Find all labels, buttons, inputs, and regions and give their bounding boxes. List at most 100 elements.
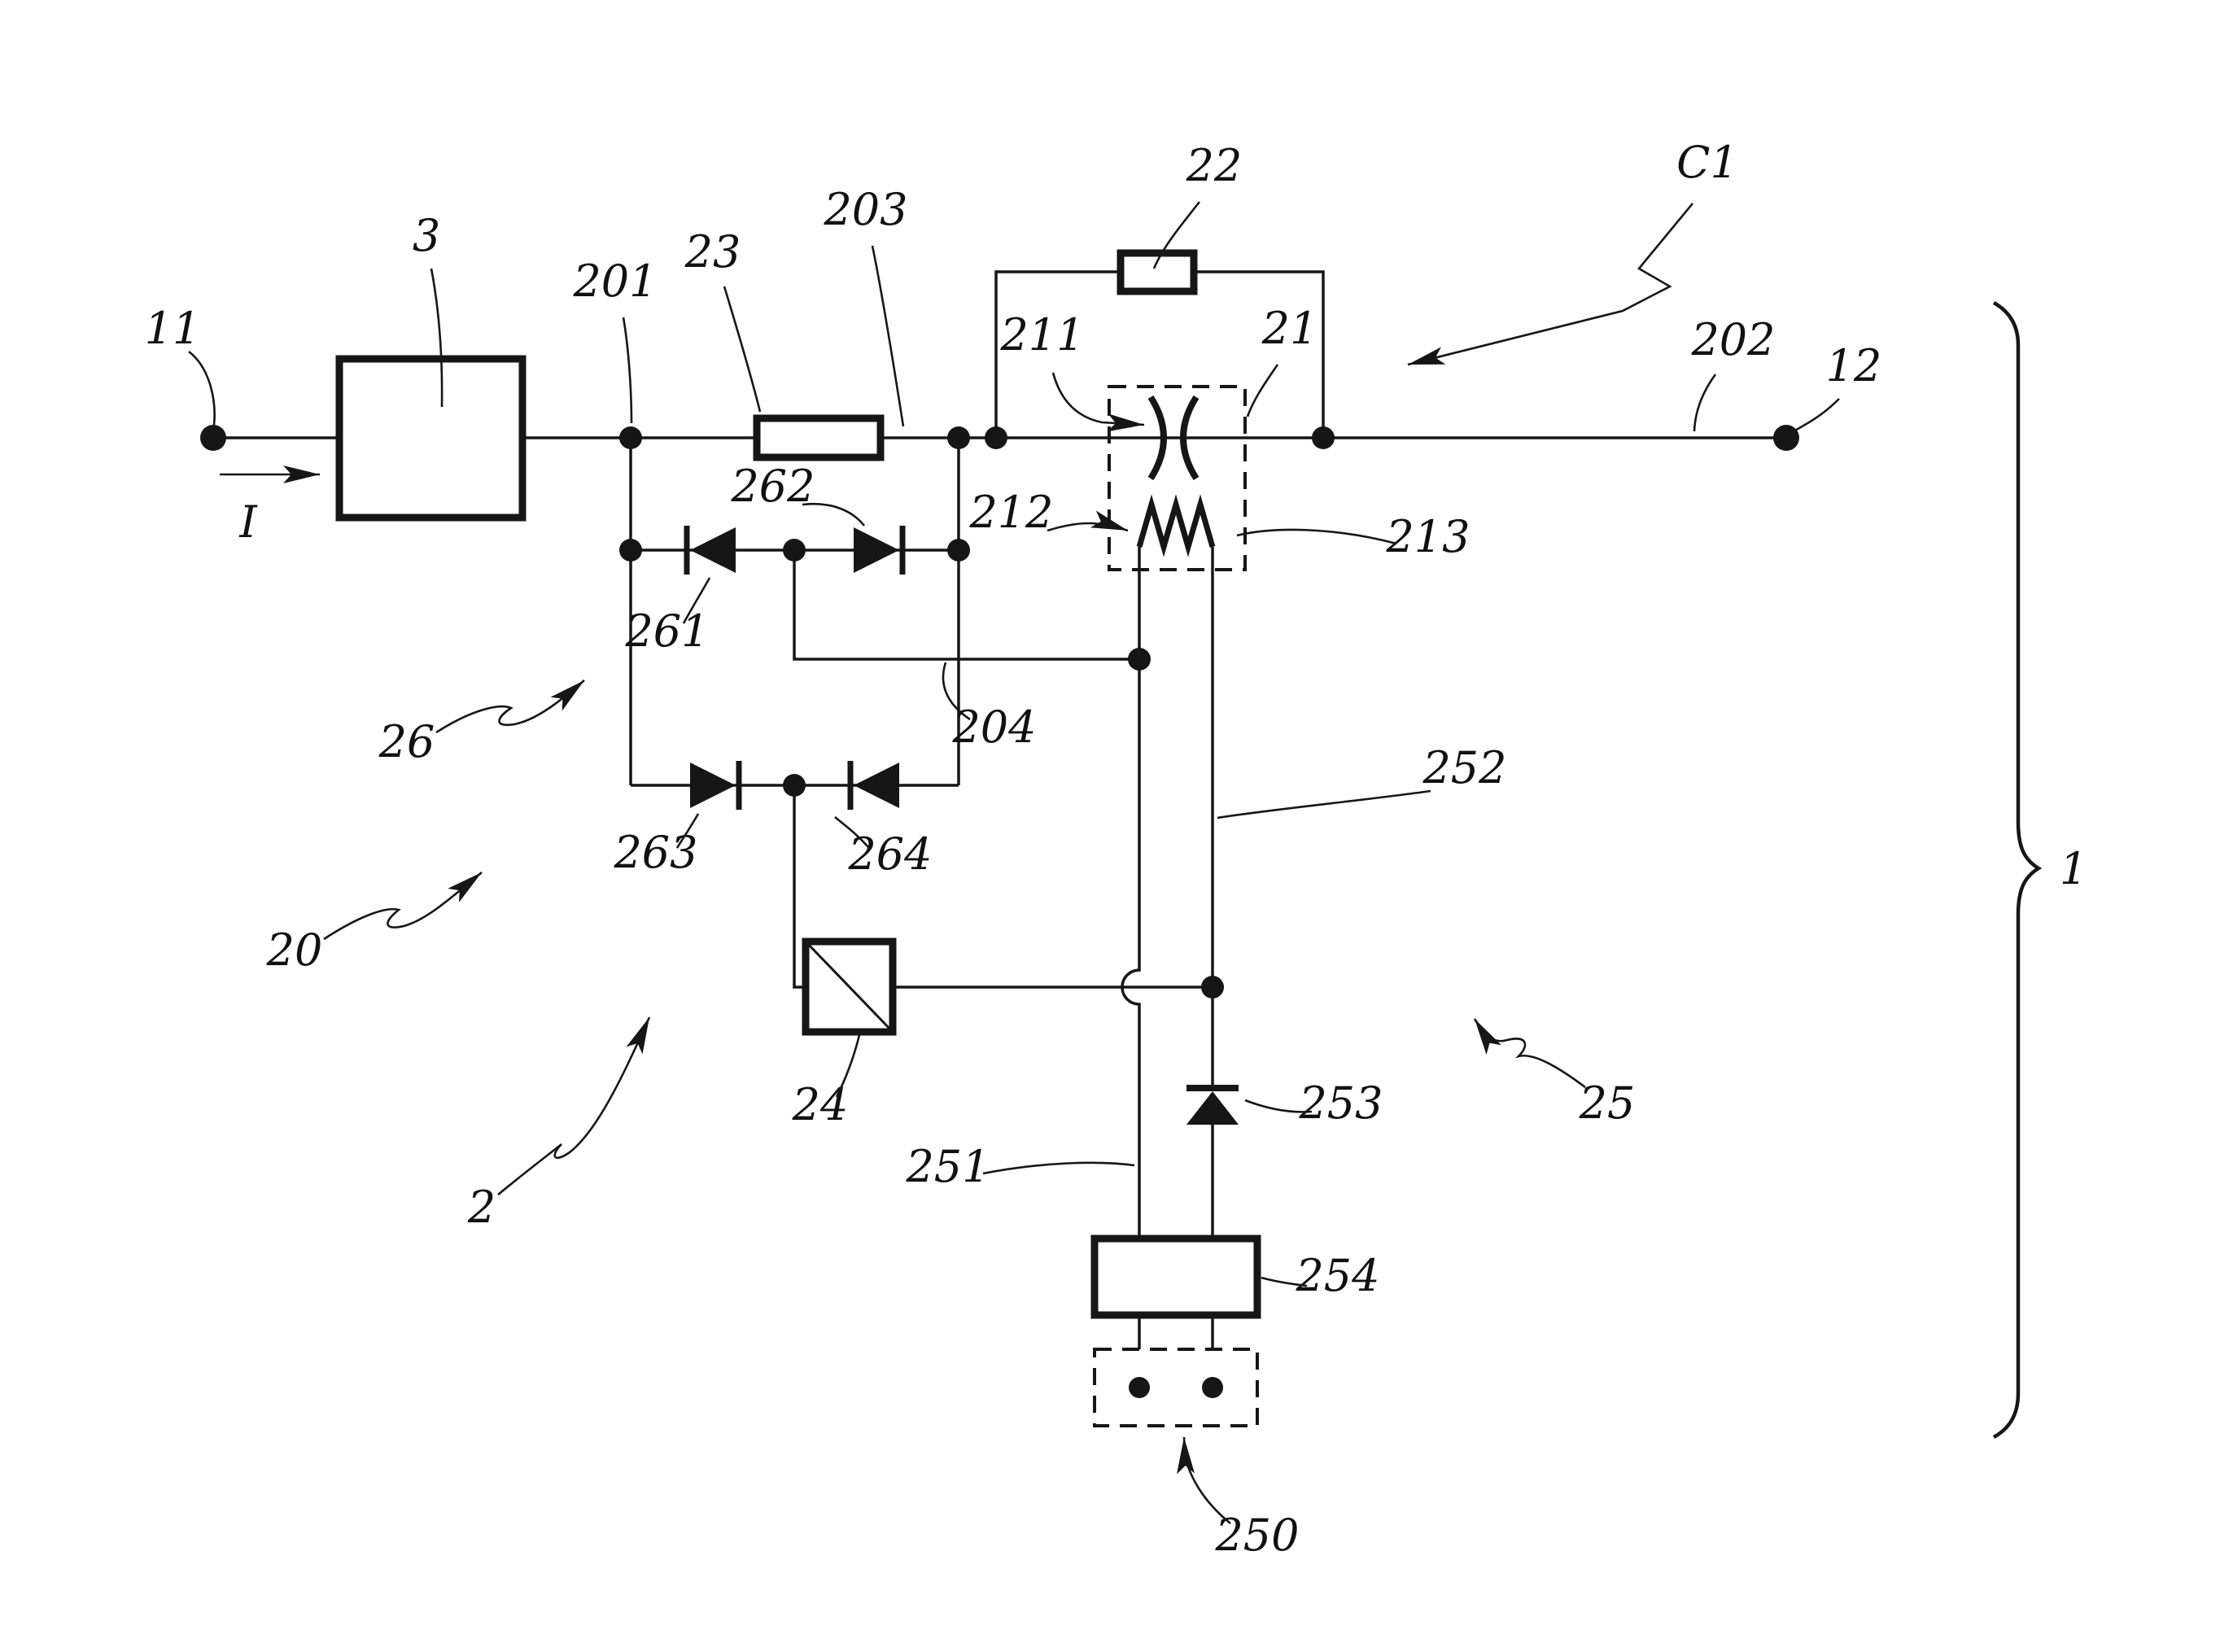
label-204-leader <box>942 662 971 721</box>
label-204: 204 <box>942 662 1037 753</box>
label-24-leader <box>835 1034 861 1098</box>
label-251: 251 <box>905 1141 1135 1192</box>
label-250-arrow <box>1177 1436 1231 1525</box>
block-254 <box>1090 1235 1261 1319</box>
element-22-box <box>1116 249 1198 295</box>
label-24-text: 24 <box>792 1079 849 1130</box>
label-11-leader <box>188 350 216 426</box>
label-3-text: 3 <box>413 210 440 261</box>
node-bridge-top-mid <box>783 539 806 562</box>
label-212-arrow <box>1047 510 1129 532</box>
label-12-text: 12 <box>1826 340 1882 391</box>
label-251-text: 251 <box>905 1141 990 1192</box>
resistor-212 <box>1136 494 1216 557</box>
label-C1-text: C1 <box>1676 137 1738 188</box>
node-bridge-top-left <box>619 539 642 562</box>
spark-gap-211 <box>1147 395 1200 481</box>
label-202-text: 202 <box>1690 314 1775 365</box>
label-2-arrow <box>497 1016 651 1196</box>
converter-24 <box>802 937 897 1036</box>
label-25-text: 25 <box>1579 1077 1636 1129</box>
label-251-leader <box>982 1161 1135 1175</box>
node-branch-left <box>985 426 1007 449</box>
node-203 <box>947 426 970 449</box>
label-1-text: 1 <box>2060 843 2087 894</box>
label-263: 263 <box>613 813 700 878</box>
label-25-arrow <box>1473 1018 1586 1089</box>
label-264-leader <box>834 816 870 849</box>
label-26-text: 26 <box>378 716 435 767</box>
label-263-text: 263 <box>613 827 697 878</box>
label-213-leader <box>1236 528 1397 545</box>
label-203-leader <box>871 245 905 427</box>
label-3-leader <box>430 268 444 408</box>
label-23-leader <box>723 286 762 413</box>
label-264: 264 <box>834 816 933 880</box>
diode-262 <box>854 526 906 575</box>
label-213: 213 <box>1236 511 1470 562</box>
label-252-leader <box>1217 789 1431 819</box>
label-26: 26 <box>378 680 585 767</box>
label-24: 24 <box>792 1034 861 1130</box>
label-201: 201 <box>572 256 658 424</box>
fuse-23 <box>753 414 885 461</box>
label-212-text: 212 <box>968 487 1053 538</box>
label-202-leader <box>1693 374 1717 432</box>
label-12: 12 <box>1793 340 1882 433</box>
label-211-text: 211 <box>999 309 1084 361</box>
label-C1-arrow <box>1407 203 1694 366</box>
label-20-arrow <box>323 871 483 941</box>
junction-nodes <box>619 426 1335 999</box>
label-254-leader <box>1261 1276 1308 1287</box>
label-261-text: 261 <box>624 605 709 657</box>
wire-bridge-to-24 <box>793 785 806 989</box>
label-212: 212 <box>968 487 1129 538</box>
label-23-text: 23 <box>684 226 741 278</box>
label-3: 3 <box>413 210 444 408</box>
label-261: 261 <box>624 577 711 657</box>
label-201-leader <box>622 317 633 424</box>
label-253-text: 253 <box>1298 1077 1383 1129</box>
label-250-text: 250 <box>1214 1510 1299 1561</box>
node-bridge-top-right <box>947 539 970 562</box>
label-20: 20 <box>266 871 483 976</box>
label-262-text: 262 <box>730 461 815 512</box>
label-current-text: I <box>238 496 258 548</box>
label-262: 262 <box>730 461 866 527</box>
label-20-text: 20 <box>266 924 323 976</box>
label-213-text: 213 <box>1385 511 1470 562</box>
label-11: 11 <box>145 303 216 426</box>
node-201 <box>619 426 642 449</box>
terminal-node-11 <box>200 425 226 451</box>
label-11-text: 11 <box>145 303 201 354</box>
diode-261 <box>684 526 736 575</box>
label-252: 252 <box>1217 742 1507 819</box>
label-254: 254 <box>1261 1250 1380 1301</box>
label-262-leader <box>802 502 866 527</box>
node-bridge-bottom-mid <box>783 774 806 797</box>
module-21-dashed-box <box>1108 385 1247 571</box>
label-211-arrow <box>1051 372 1145 432</box>
label-22-leader <box>1152 201 1201 269</box>
component-3-hatched-box <box>335 355 527 522</box>
terminal-node-12 <box>1773 425 1799 451</box>
label-201-text: 201 <box>572 256 657 307</box>
label-22-text: 22 <box>1186 140 1243 191</box>
interface-terminal-right <box>1202 1377 1223 1398</box>
label-21-leader <box>1246 364 1279 417</box>
label-current-I: I <box>238 496 258 548</box>
label-253: 253 <box>1244 1077 1383 1129</box>
label-26-arrow <box>435 680 585 734</box>
label-252-text: 252 <box>1422 742 1506 793</box>
wires-254-to-250 <box>1138 1315 1214 1349</box>
label-2-text: 2 <box>467 1182 496 1233</box>
label-23: 23 <box>684 226 762 413</box>
label-203-text: 203 <box>823 184 907 235</box>
node-24-252 <box>1201 976 1224 999</box>
label-C1: C1 <box>1407 137 1738 366</box>
interface-terminal-left <box>1129 1377 1150 1398</box>
label-250: 250 <box>1177 1436 1300 1561</box>
label-211: 211 <box>999 309 1145 432</box>
